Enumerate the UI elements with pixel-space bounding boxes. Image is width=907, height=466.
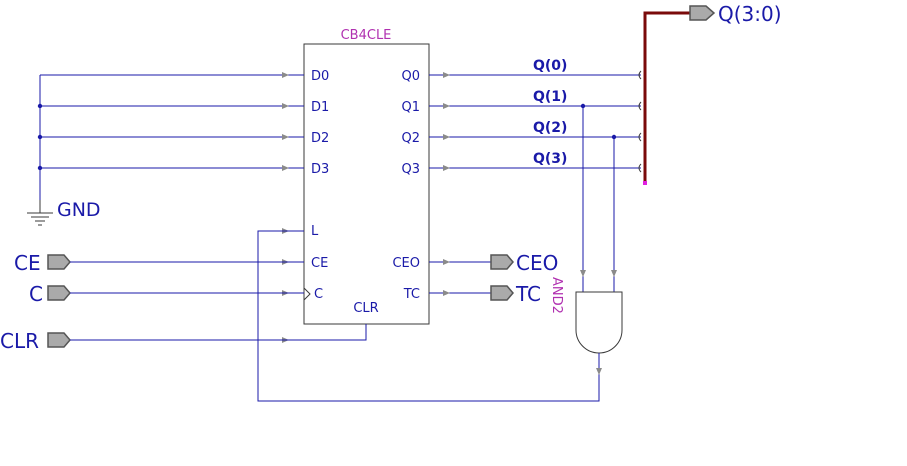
ground-label: GND bbox=[57, 199, 101, 221]
pin-arrow bbox=[443, 290, 450, 296]
junction-dot bbox=[37, 103, 43, 109]
pin-arrow bbox=[443, 134, 450, 140]
q-output-net[interactable]: Q(0) Q(1) Q(2) Q(3) bbox=[429, 58, 642, 173]
input-ports[interactable]: CE C CLR bbox=[0, 251, 367, 353]
c-port-label: C bbox=[29, 282, 43, 306]
junction-dot bbox=[37, 165, 43, 171]
bus-tap bbox=[638, 70, 642, 80]
pin-label-ceo: CEO bbox=[392, 256, 420, 271]
pin-arrow bbox=[282, 134, 289, 140]
pin-arrow bbox=[282, 72, 289, 78]
pin-label-ce: CE bbox=[311, 256, 328, 271]
output-ports[interactable]: CEO TC bbox=[429, 251, 558, 306]
pin-label-d1: D1 bbox=[311, 100, 329, 115]
pin-label-d3: D3 bbox=[311, 162, 329, 177]
clock-marker bbox=[303, 287, 311, 301]
pin-label-q1: Q1 bbox=[401, 100, 420, 115]
and-gate-body[interactable] bbox=[575, 291, 623, 354]
ground-icon bbox=[27, 200, 53, 226]
wire-clr[interactable] bbox=[70, 324, 367, 341]
pin-arrow bbox=[443, 165, 450, 171]
gate-name: AND2 bbox=[549, 277, 564, 314]
ce-port-label: CE bbox=[14, 251, 41, 275]
net-label-q0: Q(0) bbox=[533, 58, 567, 74]
pin-arrow bbox=[611, 270, 617, 277]
pin-label-q0: Q0 bbox=[401, 69, 420, 84]
tc-port-label: TC bbox=[515, 282, 541, 306]
pin-arrow bbox=[443, 259, 450, 265]
junction-dot bbox=[37, 134, 43, 140]
input-pin-arrows bbox=[282, 72, 289, 343]
ground-net[interactable]: GND bbox=[27, 74, 304, 226]
counter-name: CB4CLE bbox=[341, 28, 392, 43]
junction-dot bbox=[611, 134, 617, 140]
bus-port-icon[interactable] bbox=[689, 5, 716, 21]
counter-body[interactable] bbox=[303, 43, 430, 325]
bus-q[interactable]: Q(3:0) bbox=[643, 2, 782, 185]
wire-tc-feedback[interactable] bbox=[257, 230, 600, 402]
pin-arrow bbox=[596, 368, 602, 375]
c-port-icon[interactable] bbox=[47, 285, 71, 301]
net-label-q3: Q(3) bbox=[533, 151, 567, 167]
net-label-q1: Q(1) bbox=[533, 89, 567, 105]
pin-arrow bbox=[580, 270, 586, 277]
pin-label-d2: D2 bbox=[311, 131, 329, 146]
junction-dot bbox=[580, 103, 586, 109]
pin-label-l: L bbox=[311, 224, 319, 239]
pin-arrow bbox=[443, 103, 450, 109]
and-gate[interactable]: AND2 bbox=[257, 103, 623, 402]
bus-port-label: Q(3:0) bbox=[718, 2, 782, 26]
bus-tap bbox=[638, 132, 642, 142]
counter-component[interactable]: CB4CLE D0 D1 D2 D3 L CE C CLR Q0 Q1 Q2 Q… bbox=[303, 28, 430, 325]
pin-label-c: C bbox=[314, 287, 323, 302]
ce-port-icon[interactable] bbox=[47, 254, 71, 270]
tc-port-icon[interactable] bbox=[490, 285, 514, 301]
bus-line[interactable] bbox=[643, 11, 690, 184]
ceo-port-icon[interactable] bbox=[490, 254, 514, 270]
pin-label-q3: Q3 bbox=[401, 162, 420, 177]
pin-label-q2: Q2 bbox=[401, 131, 420, 146]
pin-label-tc: TC bbox=[403, 287, 420, 302]
bus-tap bbox=[638, 163, 642, 173]
pin-arrow bbox=[282, 165, 289, 171]
pin-arrow bbox=[282, 103, 289, 109]
clr-port-label: CLR bbox=[0, 329, 39, 353]
bus-end-marker bbox=[643, 181, 647, 185]
ceo-port-label: CEO bbox=[516, 251, 558, 275]
bus-tap bbox=[638, 101, 642, 111]
pin-label-clr: CLR bbox=[353, 301, 378, 316]
pin-arrow bbox=[443, 72, 450, 78]
pin-label-d0: D0 bbox=[311, 69, 329, 84]
net-label-q2: Q(2) bbox=[533, 120, 567, 136]
clr-port-icon[interactable] bbox=[47, 332, 71, 348]
